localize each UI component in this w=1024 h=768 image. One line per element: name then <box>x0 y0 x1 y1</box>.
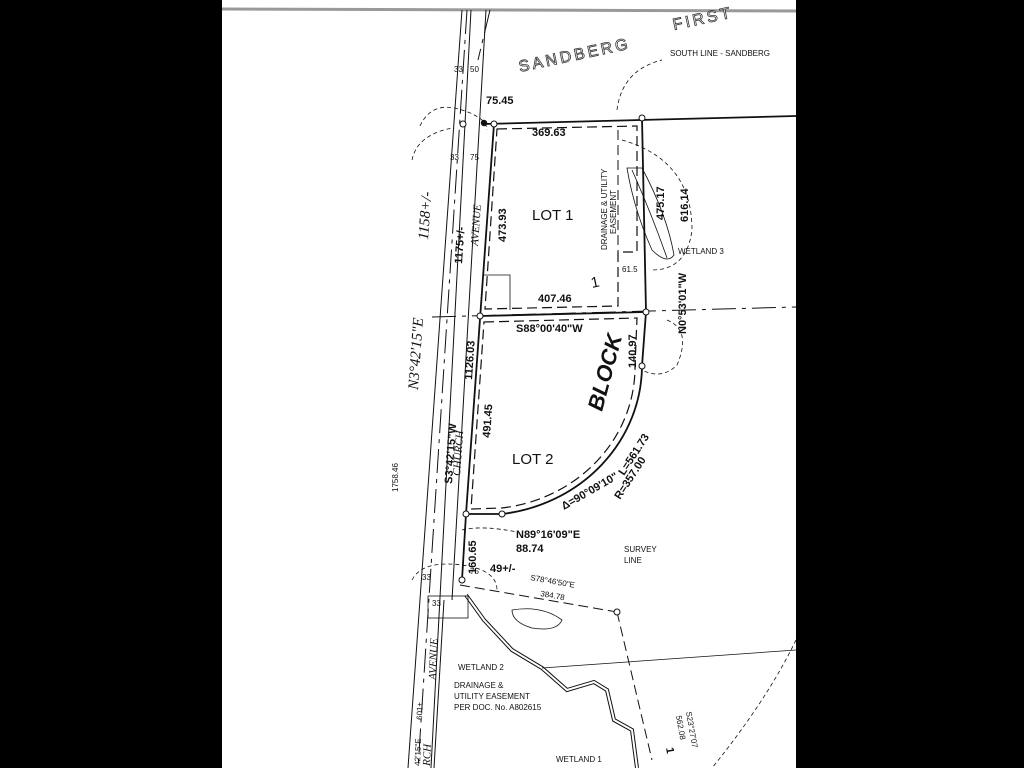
block-number: 1 <box>589 274 601 292</box>
survey-dist: 384.78 <box>540 589 566 602</box>
lower-parcel-box <box>427 595 469 619</box>
avenue-length: 1175+/- <box>453 226 468 264</box>
dim-lot2-east: 140.97 <box>627 334 639 368</box>
se-arc <box>711 639 796 768</box>
channel-inner <box>465 594 638 768</box>
far-one: 1 <box>663 746 676 754</box>
plat-drawing: SANDBERG FIRST SOUTH LINE - SANDBERG 75.… <box>222 0 796 768</box>
survey-point <box>613 608 621 616</box>
row-width: 50 <box>470 65 479 74</box>
south-bearing: N89°16'09"E <box>516 529 580 541</box>
wetland-3-inner <box>631 169 668 259</box>
survey-point <box>638 114 646 122</box>
survey-point <box>459 120 467 128</box>
south-line-leader <box>616 59 663 111</box>
road-top-dash <box>477 9 491 61</box>
survey-label: SURVEY <box>624 545 657 554</box>
dim-west-total: 1126.03 <box>463 340 478 380</box>
dim-top-frontage: 75.45 <box>486 95 514 107</box>
south-segment <box>461 513 467 581</box>
survey-point <box>638 362 646 370</box>
bottom-avenue: AVENUE <box>427 638 440 681</box>
road-centerline-west <box>417 9 468 768</box>
dim-lot2-west: 491.45 <box>481 404 495 438</box>
lot1-label: LOT 1 <box>532 207 573 224</box>
survey-bearing: S78°46'50"E <box>530 573 576 590</box>
ne-arc <box>641 319 684 375</box>
scan-edge <box>222 7 796 13</box>
church-label: CHURCH <box>451 429 466 476</box>
row-width: 33 <box>454 65 463 74</box>
dim-offset: 61.5 <box>622 265 638 274</box>
corner-arc-nw2 <box>411 127 453 161</box>
lot1-notch <box>484 274 511 310</box>
road-row-east <box>430 9 472 768</box>
easement-doc: DRAINAGE & <box>454 681 504 690</box>
lower-row-east <box>433 599 445 768</box>
wetland3-label: WETLAND 3 <box>678 247 724 256</box>
south-line-label: SOUTH LINE - SANDBERG <box>670 49 770 58</box>
plat-svg: SANDBERG FIRST SOUTH LINE - SANDBERG 75.… <box>222 4 796 768</box>
survey-point <box>490 120 498 128</box>
easement-doc-3: PER DOC. No. A802615 <box>454 703 542 712</box>
block-label: BLOCK <box>583 329 628 413</box>
wetland-3-outline <box>626 167 675 260</box>
survey-point <box>462 510 470 518</box>
church-avenue-west <box>451 9 487 601</box>
corner-arc-nw <box>419 106 488 131</box>
mid-bearing: S88°00'40"W <box>516 323 583 335</box>
lot2-label: LOT 2 <box>512 451 553 468</box>
row-width: 33 <box>432 599 441 608</box>
dim-lot1-south: 407.46 <box>538 293 572 305</box>
east-boundary-lot1 <box>641 117 647 313</box>
sw-arc <box>411 563 498 591</box>
road-total: 1158+/- <box>416 191 435 240</box>
curve-boundary <box>501 365 643 515</box>
south-seg: 160.65 <box>467 540 479 574</box>
survey-point-filled <box>480 119 488 127</box>
bottom-bearing: 42'15"E <box>413 738 423 766</box>
survey-point <box>476 312 484 320</box>
approx-dist: 49+/- <box>490 563 516 575</box>
first-label: FIRST <box>671 5 734 34</box>
avenue-label: AVENUE <box>469 204 484 248</box>
row-width: 75 <box>470 567 479 576</box>
sandberg-label: SANDBERG <box>517 36 632 76</box>
wetland-2-leader <box>541 649 796 669</box>
easement-label-2: EASEMENT <box>609 190 618 234</box>
south-dist: 88.74 <box>516 543 544 555</box>
far-dist: 562.08 <box>674 715 687 741</box>
church-bearing: S3°42'15"W <box>443 422 459 484</box>
survey-line <box>459 584 618 613</box>
road-bearing: N3°42'15"E <box>406 317 427 391</box>
bottom-dim: 601± <box>415 701 425 720</box>
wetland2-label: WETLAND 2 <box>458 663 504 672</box>
wetland-2-outline <box>511 608 563 630</box>
lot-divider <box>479 311 647 317</box>
survey-label-2: LINE <box>624 556 642 565</box>
survey-line-2 <box>616 611 653 761</box>
dim-lot1-west: 473.93 <box>497 208 509 242</box>
survey-point <box>498 510 506 518</box>
survey-point <box>642 308 650 316</box>
east-boundary-lot2 <box>641 311 647 367</box>
south-arc <box>461 527 518 533</box>
survey-point <box>458 576 466 584</box>
row-width: 75 <box>470 153 479 162</box>
dim-east-total: 616.14 <box>679 187 691 222</box>
easement-label: DRAINAGE & UTILITY <box>600 168 609 250</box>
bottom-church: RCH <box>421 743 434 767</box>
lot2-easement <box>470 317 638 510</box>
easement-doc-2: UTILITY EASEMENT <box>454 692 530 701</box>
side-dim: 1758.46 <box>391 463 400 492</box>
row-width: 33 <box>422 573 431 582</box>
road-row-west <box>407 9 463 768</box>
east-bearing: N0°53'01"W <box>677 272 689 334</box>
dim-lot1-east: 475.17 <box>655 186 667 220</box>
dim-lot1-north: 369.63 <box>532 127 566 139</box>
wetland-3-buffer <box>621 139 693 271</box>
row-width: 33 <box>450 153 459 162</box>
wetland1-label: WETLAND 1 <box>556 755 602 764</box>
